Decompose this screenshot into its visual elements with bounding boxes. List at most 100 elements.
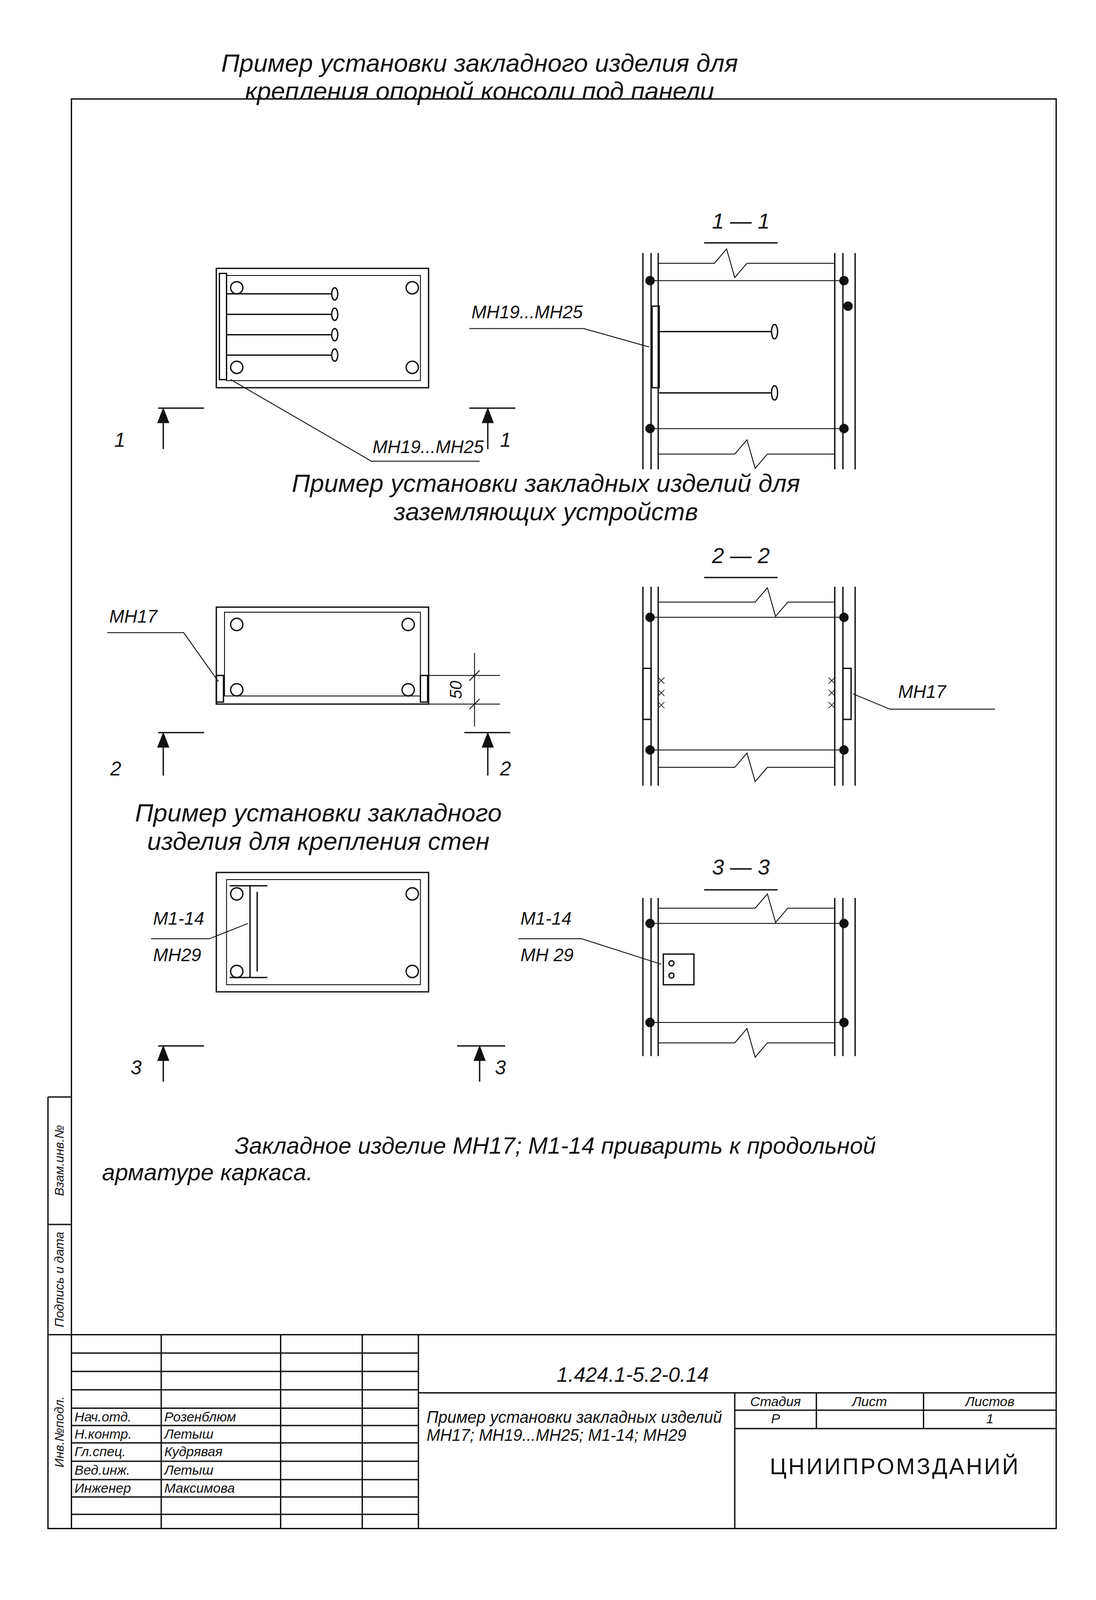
section-mark-label: 1 <box>114 428 126 451</box>
section-mark-label: 2 <box>110 757 121 780</box>
break-line <box>658 894 835 1058</box>
rebar <box>230 361 244 374</box>
column-walls <box>642 252 856 470</box>
title-underline <box>704 577 778 579</box>
leader-line <box>107 632 219 682</box>
rebar <box>230 683 244 696</box>
title-block-header: Лист <box>852 1394 887 1410</box>
rebar <box>839 424 849 433</box>
anchor-head <box>331 308 339 321</box>
title-block-role: Инженер <box>74 1480 131 1496</box>
section-arrow <box>482 409 494 423</box>
rebar <box>839 613 849 622</box>
embedded-plate <box>420 675 428 702</box>
leader-line <box>469 328 649 348</box>
rebar <box>402 683 415 696</box>
section-heading: Пример установки закладного изделия для … <box>197 49 762 106</box>
section-title: 2 — 2 <box>711 543 770 569</box>
section-arrow <box>474 1046 486 1060</box>
column-walls <box>642 898 856 1057</box>
part-callout: М1-14 <box>520 908 572 929</box>
anchor-head <box>331 287 339 300</box>
section-2-2 <box>642 577 996 786</box>
section-mark-label: 1 <box>499 428 511 451</box>
part-callout: МН19...МН25 <box>471 302 583 323</box>
section-title: 1 — 1 <box>711 209 770 234</box>
embedded-plate <box>663 953 694 985</box>
rebar <box>406 361 419 374</box>
document-code: 1.424.1-5.2-0.14 <box>556 1363 710 1387</box>
embedded-plate <box>642 668 652 720</box>
anchor-bars <box>659 331 772 394</box>
rebar <box>230 887 244 900</box>
section-arrow <box>158 1046 169 1060</box>
stamp-label: Инв.№подл. <box>53 1396 66 1468</box>
section-1-1 <box>469 243 856 470</box>
column-outline <box>216 872 429 992</box>
side-stamp <box>47 1096 72 1529</box>
title-block-name: Летыш <box>164 1462 214 1478</box>
rebar <box>230 618 244 631</box>
title-underline <box>704 889 778 891</box>
rebar <box>646 424 655 433</box>
drawing-title: Пример установки закладных изделий МН17;… <box>426 1408 725 1445</box>
anchor-bars <box>226 293 332 356</box>
rebar <box>402 618 415 631</box>
section-mark <box>158 732 511 776</box>
section-heading: Пример установки закладного изделия для … <box>92 798 544 856</box>
bolt-hole <box>669 960 675 966</box>
section-mark <box>158 1045 506 1082</box>
reinforcement-cage <box>224 612 421 697</box>
title-block-value: Р <box>770 1411 780 1427</box>
anchor-head <box>771 324 778 340</box>
sheet-lines <box>47 99 1056 1529</box>
plan-1 <box>158 268 516 462</box>
organization-name: ЦНИИПРОМЗДАНИЙ <box>770 1453 1021 1480</box>
section-3-3 <box>518 889 856 1058</box>
rebar-lines <box>651 280 844 429</box>
column-outline <box>216 607 429 705</box>
title-block-header: Листов <box>965 1394 1015 1410</box>
stamp-label: Взам.инв.№ <box>53 1124 66 1197</box>
title-block-name: Летыш <box>164 1426 214 1442</box>
part-callout: МН17 <box>109 606 158 627</box>
embedded-plate <box>219 273 227 380</box>
weld-marks <box>658 677 835 709</box>
title-block-name: Розенблюм <box>164 1409 236 1425</box>
section-arrow <box>158 409 169 423</box>
section-mark-label: 2 <box>499 757 511 780</box>
rebar <box>406 965 419 978</box>
bolt-hole <box>669 972 675 978</box>
break-line <box>658 587 835 782</box>
rebar <box>646 1018 655 1027</box>
dimension-lines <box>428 653 500 727</box>
stamp-label: Подпись и дата <box>53 1232 66 1328</box>
rebar <box>839 919 849 928</box>
anchor-head <box>771 385 778 401</box>
rebar <box>839 276 849 285</box>
rebar-lines <box>651 923 844 1023</box>
rebar <box>839 1018 849 1027</box>
reinforcement-cage <box>226 275 421 381</box>
part-callout: М1-14 <box>153 908 205 929</box>
embedded-plate <box>651 306 660 388</box>
part-callout: МН19...МН25 <box>372 436 484 458</box>
title-block-role: Нач.отд. <box>74 1409 132 1425</box>
break-line <box>658 248 835 469</box>
sheet-frame <box>71 99 1056 1529</box>
part-callout: МН 29 <box>520 944 574 966</box>
title-block-name: Максимова <box>164 1480 235 1496</box>
rebar <box>843 302 853 311</box>
rebar <box>839 746 849 755</box>
embedded-plate <box>843 668 852 720</box>
rebar <box>406 887 419 900</box>
part-callout: МН29 <box>153 944 202 966</box>
title-block-name: Кудрявая <box>164 1444 223 1460</box>
rebar <box>646 746 655 755</box>
part-callout: МН17 <box>898 681 947 702</box>
anchor-head <box>331 328 339 341</box>
rebar <box>646 276 655 285</box>
reinforcement-cage <box>226 879 421 985</box>
section-title: 3 — 3 <box>711 855 770 880</box>
